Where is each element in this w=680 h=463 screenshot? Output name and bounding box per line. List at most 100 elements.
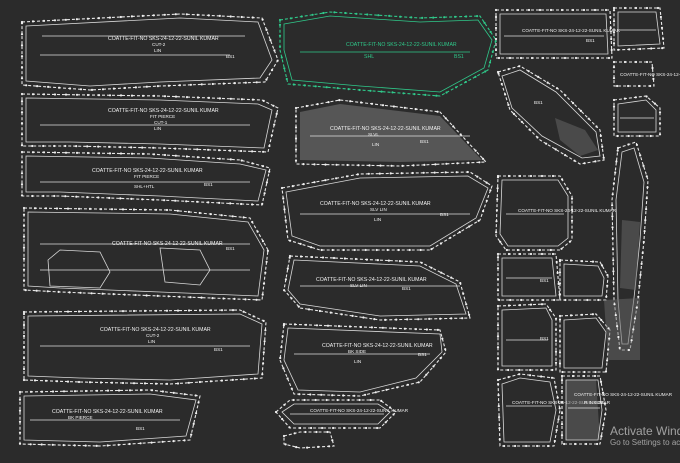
vertex-marker xyxy=(335,163,338,166)
pattern-piece-right-1[interactable]: COATTE-FIT-NO SKS-24-12-22-SUNIL KUMAR B… xyxy=(495,9,621,59)
pattern-piece-selected[interactable]: COATTE-FIT-NO SKS-24-12-22-SUNIL KUMAR S… xyxy=(279,11,497,97)
vertex-marker xyxy=(623,60,627,64)
vertex-marker xyxy=(190,433,193,436)
vertex-marker xyxy=(150,441,153,444)
vertex-marker xyxy=(611,248,615,251)
vertex-marker xyxy=(84,389,88,393)
pattern-piece-flap[interactable] xyxy=(283,431,335,449)
vertex-marker xyxy=(161,390,164,393)
vertex-marker xyxy=(656,6,660,10)
pattern-piece-sleeve[interactable]: COATTE-FIT-NO SKS-24-12-22-SUNIL KUMAR S… xyxy=(281,171,493,251)
vertex-marker xyxy=(391,91,394,94)
vertex-marker xyxy=(291,185,294,188)
vertex-marker xyxy=(42,151,46,154)
vertex-marker xyxy=(130,197,133,200)
pattern-piece-pocket-4[interactable] xyxy=(559,259,609,301)
vertex-marker xyxy=(20,172,24,175)
vertex-marker xyxy=(75,145,78,148)
vertex-marker xyxy=(55,380,59,383)
piece-label: BS1 xyxy=(586,38,595,43)
vertex-marker xyxy=(337,325,341,328)
pattern-piece-pocket-5[interactable] xyxy=(559,298,640,373)
vertex-marker xyxy=(388,14,391,17)
piece-label: COATTE-FIT-NO SKS-24-12-22-SUNIL KUMAR xyxy=(346,42,457,48)
vertex-marker xyxy=(612,98,616,102)
vertex-marker xyxy=(420,261,423,264)
vertex-marker xyxy=(386,248,389,252)
vertex-marker xyxy=(240,149,243,153)
activate-windows-watermark: Activate Windo Go to Settings to activ xyxy=(610,424,680,448)
vertex-marker xyxy=(491,50,494,54)
vertex-marker xyxy=(196,13,199,16)
piece-label: BS1 xyxy=(226,246,235,251)
vertex-marker xyxy=(433,171,436,174)
vertex-marker xyxy=(143,309,147,312)
vertex-marker xyxy=(176,209,179,212)
vertex-marker xyxy=(498,427,501,430)
vertex-marker xyxy=(499,240,502,243)
vertex-marker xyxy=(402,92,405,95)
pattern-piece-right-2[interactable] xyxy=(613,7,665,51)
vertex-marker xyxy=(53,93,57,96)
vertex-marker xyxy=(233,297,236,300)
pattern-piece-strip[interactable]: COATTE-FIT-NO SKS-24-12-22-SUNIL KUMAR xyxy=(275,399,409,429)
vertex-marker xyxy=(430,266,433,269)
vertex-marker xyxy=(366,13,369,16)
pattern-piece-pocket-1[interactable]: COATTE-FIT-NO SKS-24-12-22-SUNIL KUMAR xyxy=(495,175,617,251)
vertex-marker xyxy=(531,298,534,302)
pattern-piece-5[interactable]: COATTE-FIT-NO SKS-24-12-22-SUNIL KUMAR C… xyxy=(23,309,267,385)
vertex-marker xyxy=(299,242,302,245)
pattern-piece-shaded[interactable]: COATTE-FIT-NO SKS-24-12-22-SUNIL KUMAR S… xyxy=(295,99,488,167)
vertex-marker xyxy=(602,156,605,159)
vertex-marker xyxy=(344,11,347,15)
pattern-piece-right-4[interactable] xyxy=(613,95,661,137)
vertex-marker xyxy=(152,146,155,149)
vertex-marker xyxy=(185,96,189,99)
pattern-piece-collar[interactable]: BS1 xyxy=(497,65,605,165)
vertex-marker xyxy=(270,69,274,72)
piece-label: SLVL xyxy=(368,132,379,137)
vertex-marker xyxy=(410,16,413,19)
pattern-piece-mid-5[interactable]: COATTE-FIT-NO SKS-24-12-22-SUNIL KUMAR B… xyxy=(279,323,447,397)
pattern-piece-pocket-2[interactable]: BS1 xyxy=(497,253,561,301)
pattern-piece-3[interactable]: COATTE-FIT-NO SKS-24-12-22-SUNIL KUMAR F… xyxy=(21,151,271,206)
vertex-marker xyxy=(22,367,26,371)
pattern-piece-right-3[interactable]: COATTE-FIT-NO SKS-24-12-22-SUNIL KUMAR xyxy=(613,61,680,87)
vertex-marker xyxy=(527,248,531,252)
vertex-marker xyxy=(33,310,37,313)
vertex-marker xyxy=(606,359,609,362)
vertex-marker xyxy=(112,87,115,90)
vertex-marker xyxy=(329,311,332,314)
vertex-marker xyxy=(564,298,567,302)
vertex-marker xyxy=(505,8,509,12)
vertex-marker xyxy=(594,370,597,374)
vertex-marker xyxy=(557,418,560,421)
vertex-marker xyxy=(211,82,214,86)
vertex-marker xyxy=(563,56,567,60)
vertex-marker xyxy=(347,88,350,91)
vertex-marker xyxy=(262,362,265,365)
vertex-marker xyxy=(134,86,137,89)
vertex-marker xyxy=(36,85,39,88)
vertex-marker xyxy=(612,31,616,34)
vertex-marker xyxy=(585,56,589,60)
vertex-marker xyxy=(347,398,350,402)
vertex-marker xyxy=(262,351,265,354)
pattern-piece-4[interactable]: COATTE-FIT-NO SKS-24-12-22-SUNIL KUMAR B… xyxy=(23,207,269,301)
pattern-piece-mid-4[interactable]: COATTE-FIT-NO SKS-24-12-22-SUNIL KUMAR S… xyxy=(283,255,471,321)
pattern-piece-bottom-2[interactable]: COATTE-FIT-NO SKS-24-12-22-SUNIL KUMAR R… xyxy=(561,375,673,445)
vertex-marker xyxy=(516,8,520,12)
pattern-piece-2[interactable]: COATTE-FIT-NO SKS-24-12-22-SUNIL KUMAR F… xyxy=(21,93,279,153)
vertex-marker xyxy=(294,126,298,129)
vertex-marker xyxy=(616,134,619,138)
vertex-marker xyxy=(591,313,595,316)
pattern-piece-6[interactable]: COATTE-FIT-NO SKS-24-12-22-SUNIL KUMAR B… xyxy=(19,389,201,447)
vertex-marker xyxy=(262,150,265,153)
vertex-marker xyxy=(53,19,57,22)
pattern-piece-pocket-3[interactable]: BS1 xyxy=(497,303,557,371)
vertex-marker xyxy=(22,235,26,238)
pattern-piece-1[interactable]: COATTE-FIT-NO SKS-24-12-22-SUNIL KUMAR C… xyxy=(21,13,279,91)
vertex-marker xyxy=(365,258,368,261)
vertex-marker xyxy=(284,443,287,446)
